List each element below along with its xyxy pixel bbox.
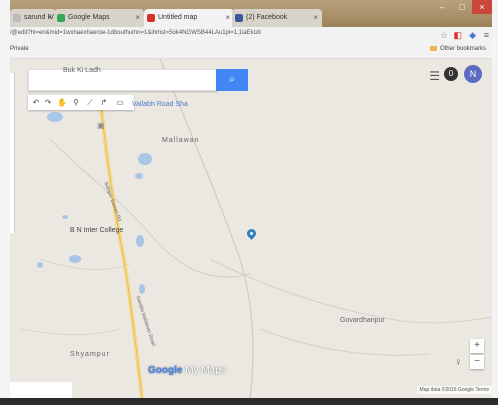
- place-label: Govardhanpur: [340, 317, 385, 324]
- water-body: [62, 215, 68, 219]
- poi-icon: ▣: [97, 121, 105, 130]
- taskbar-strip: [0, 398, 498, 405]
- star-icon[interactable]: ☆: [439, 30, 448, 40]
- tab-favicon: [13, 14, 21, 22]
- menu-icon[interactable]: ≡: [483, 30, 489, 40]
- brand-product: My Maps: [185, 365, 226, 376]
- legend-strip: [10, 382, 72, 398]
- close-window-icon[interactable]: ×: [472, 0, 492, 14]
- highway-road-center: [99, 98, 143, 398]
- draw-line-icon[interactable]: ⟋: [87, 98, 93, 107]
- zoom-in-button[interactable]: +: [470, 339, 484, 353]
- ruler-icon[interactable]: ▭: [116, 98, 124, 107]
- redo-icon[interactable]: ↷: [44, 98, 52, 107]
- brand-google: Google: [148, 365, 183, 376]
- tab-label: sarund IV: [24, 14, 54, 21]
- folder-icon: [429, 46, 437, 51]
- facebook-favicon-icon: [235, 14, 243, 22]
- map-attribution[interactable]: Map data ©2016 Google Terms: [416, 386, 492, 394]
- minimize-icon[interactable]: –: [439, 2, 445, 12]
- road-line: [19, 328, 121, 336]
- water-body: [37, 262, 43, 268]
- tab-facebook[interactable]: (2) Facebook ×: [232, 9, 322, 27]
- maximize-icon[interactable]: □: [459, 2, 465, 12]
- maps-favicon-icon: [57, 14, 65, 22]
- apps-menu-icon[interactable]: ☰: [429, 69, 440, 83]
- other-bookmarks[interactable]: Other bookmarks: [429, 46, 486, 53]
- water-body: [139, 284, 145, 294]
- close-icon[interactable]: ×: [225, 13, 230, 22]
- road-line: [39, 258, 131, 270]
- extension-icon[interactable]: ◆: [469, 30, 476, 40]
- avatar[interactable]: N: [464, 65, 482, 83]
- hand-icon[interactable]: ✋: [57, 98, 67, 107]
- road-line: [259, 328, 431, 356]
- road-line: [209, 258, 492, 324]
- water-body: [135, 173, 143, 179]
- notification-badge[interactable]: 0: [444, 67, 458, 81]
- map-base: [19, 59, 492, 398]
- tab-label: (2) Facebook: [246, 14, 288, 21]
- water-body: [47, 112, 63, 122]
- road-line: [49, 138, 251, 278]
- map-toolbar: ↶ ↷ ✋ ⚲ ⟋ ↱ ▭: [28, 95, 134, 110]
- close-icon[interactable]: ×: [135, 13, 140, 22]
- place-label: Vallabh Road Sha: [132, 101, 188, 108]
- marker-icon[interactable]: ⚲: [73, 98, 79, 107]
- address-bar[interactable]: /@edit?hl=en&mid=1wxhaexhaeroe-1dbouthum…: [10, 27, 492, 44]
- water-body: [136, 235, 144, 247]
- tab-label: Untitled map: [158, 14, 198, 21]
- mymaps-favicon-icon: [147, 14, 155, 22]
- zoom-out-button[interactable]: −: [470, 355, 484, 369]
- search-icon: ⌕: [229, 74, 235, 85]
- tab-strip: sarund IV × Google Maps × Untitled map ×…: [10, 0, 492, 27]
- tab-google-maps[interactable]: Google Maps ×: [54, 9, 144, 27]
- pegman-icon[interactable]: ♀: [454, 357, 463, 368]
- water-body: [138, 153, 152, 165]
- undo-icon[interactable]: ↶: [32, 98, 40, 107]
- place-label: B N Inter College: [70, 227, 124, 234]
- close-icon[interactable]: ×: [47, 13, 52, 22]
- browser-window: sarund IV × Google Maps × Untitled map ×…: [10, 0, 492, 398]
- tab-1[interactable]: sarund IV ×: [10, 9, 56, 27]
- search-button[interactable]: ⌕: [216, 69, 248, 91]
- bookmarks-bar: Private Other bookmarks: [10, 44, 492, 59]
- tab-label: Google Maps: [68, 14, 110, 21]
- place-label: Shyampur: [70, 351, 110, 358]
- road-line: [159, 59, 254, 398]
- place-label: Mallawan: [162, 137, 200, 144]
- bookmark-private[interactable]: Private: [10, 46, 29, 52]
- layers-panel[interactable]: [10, 73, 15, 233]
- map-canvas[interactable]: ⌕ ↶ ↷ ✋ ⚲ ⟋ ↱ ▭ Buk Ki Ladh Vallabh Road…: [10, 59, 492, 398]
- place-label: Buk Ki Ladh: [63, 67, 101, 74]
- screen-margin: [492, 0, 498, 405]
- directions-icon[interactable]: ↱: [100, 98, 108, 107]
- google-my-maps-logo: Google My Maps: [148, 365, 226, 376]
- tab-untitled-map[interactable]: Untitled map ×: [144, 9, 234, 27]
- close-icon[interactable]: ×: [313, 13, 318, 22]
- extension-icon[interactable]: ◧: [453, 30, 462, 40]
- url-text[interactable]: /@edit?hl=en&mid=1wxhaexhaeroe-1dbouthum…: [10, 30, 261, 36]
- search-input[interactable]: [28, 69, 218, 91]
- other-bookmarks-label: Other bookmarks: [439, 46, 486, 53]
- water-body: [69, 255, 81, 263]
